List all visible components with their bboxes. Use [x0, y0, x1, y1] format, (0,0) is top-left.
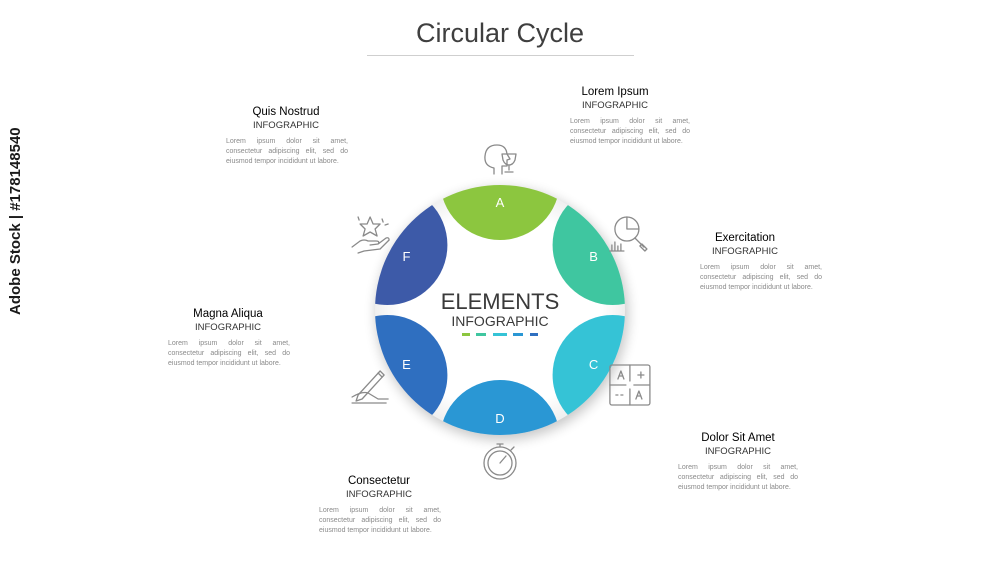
step-f-subheading: INFOGRAPHIC: [253, 120, 319, 131]
title-divider: [367, 55, 634, 56]
step-f-letter: F: [402, 249, 410, 264]
step-c-letter: C: [589, 357, 598, 372]
step-d-subheading: INFOGRAPHIC: [346, 489, 412, 500]
page-title: Circular Cycle: [415, 18, 585, 48]
step-a-subheading: INFOGRAPHIC: [582, 100, 648, 111]
hand-writing-icon: [351, 370, 389, 404]
step-e-heading: Magna Aliqua: [193, 308, 263, 320]
step-d-cap: [440, 380, 560, 435]
step-a-body: Lorem ipsum dolor sit amet, consectetur …: [570, 118, 690, 145]
head-trophy-icon: [484, 144, 517, 175]
step-e-letter: E: [402, 357, 411, 372]
hand-star-icon: [351, 216, 390, 254]
stopwatch-icon: [483, 443, 517, 480]
chart-magnifier-icon: [609, 216, 648, 252]
letter-layer: A B C D E F: [402, 195, 598, 426]
step-e-body: Lorem ipsum dolor sit amet, consectetur …: [168, 340, 290, 367]
step-d-letter: D: [495, 411, 504, 426]
center-subtitle: INFOGRAPHIC: [451, 313, 549, 329]
step-a-heading: Lorem Ipsum: [581, 86, 649, 98]
step-b-letter: B: [589, 249, 598, 264]
step-d-text: Consectetur INFOGRAPHIC Lorem ipsum dolo…: [319, 474, 459, 536]
step-a-letter: A: [496, 195, 505, 210]
step-b-subheading: INFOGRAPHIC: [712, 246, 778, 257]
puzzle-icon: [609, 364, 651, 406]
step-b-cap: [552, 185, 625, 305]
center-bar: [462, 333, 538, 336]
step-a-cap: [440, 185, 560, 240]
step-f-cap: [375, 185, 448, 305]
step-f-body: Lorem ipsum dolor sit amet, consectetur …: [226, 138, 348, 165]
step-e-text: Magna Aliqua INFOGRAPHIC Lorem ipsum dol…: [168, 307, 308, 369]
icon-layer: [351, 144, 651, 480]
step-c-body: Lorem ipsum dolor sit amet, consectetur …: [678, 464, 798, 491]
step-c-text: Dolor Sit Amet INFOGRAPHIC Lorem ipsum d…: [678, 431, 818, 493]
step-e-subheading: INFOGRAPHIC: [195, 322, 261, 333]
step-b-text: Exercitation INFOGRAPHIC Lorem ipsum dol…: [700, 231, 840, 293]
step-f-heading: Quis Nostrud: [252, 106, 320, 118]
step-c-subheading: INFOGRAPHIC: [705, 446, 771, 457]
step-f-text: Quis Nostrud INFOGRAPHIC Lorem ipsum dol…: [226, 105, 366, 167]
step-b-body: Lorem ipsum dolor sit amet, consectetur …: [700, 264, 822, 291]
step-a-text: Lorem Ipsum INFOGRAPHIC Lorem ipsum dolo…: [570, 85, 710, 147]
step-b-heading: Exercitation: [714, 232, 776, 244]
step-d-body: Lorem ipsum dolor sit amet, consectetur …: [319, 507, 441, 534]
step-e-cap: [375, 315, 448, 435]
center-title: ELEMENTS: [440, 289, 560, 314]
step-d-heading: Consectetur: [347, 475, 410, 487]
watermark-label: Adobe Stock | #178148540: [7, 127, 24, 315]
step-c-heading: Dolor Sit Amet: [701, 432, 775, 444]
